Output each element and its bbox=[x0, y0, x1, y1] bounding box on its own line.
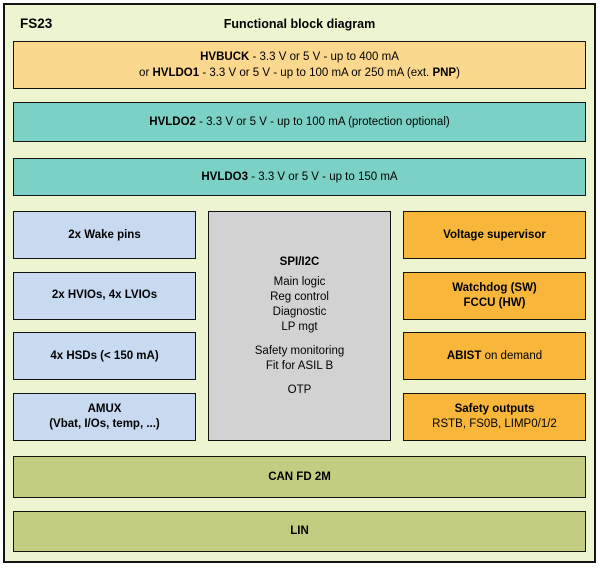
diagram-canvas: FS23 Functional block diagram HVBUCK - 3… bbox=[3, 3, 596, 563]
core-line-diagnostic: Diagnostic bbox=[272, 305, 327, 318]
voltage-supervisor-label: Voltage supervisor bbox=[443, 228, 546, 241]
page-title: Functional block diagram bbox=[223, 17, 376, 31]
watchdog-label: Watchdog (SW) bbox=[452, 281, 537, 294]
block-voltage-supervisor: Voltage supervisor bbox=[403, 211, 586, 259]
block-hvldo2: HVLDO2 - 3.3 V or 5 V - up to 100 mA (pr… bbox=[13, 102, 586, 142]
lin-label: LIN bbox=[290, 525, 309, 537]
hvios-lvios-label: 2x HVIOs, 4x LVIOs bbox=[51, 289, 158, 302]
block-abist: ABIST on demand bbox=[403, 332, 586, 381]
fccu-label: FCCU (HW) bbox=[463, 296, 526, 309]
can-fd-label: CAN FD 2M bbox=[268, 470, 331, 483]
safety-column: Voltage supervisor Watchdog (SW) FCCU (H… bbox=[403, 211, 586, 441]
block-wake-pins: 2x Wake pins bbox=[13, 211, 196, 259]
core-line-safety-monitoring: Safety monitoring bbox=[254, 344, 345, 357]
safety-outputs-label: Safety outputs bbox=[454, 402, 535, 415]
amux-sublabel: (Vbat, I/Os, temp, ...) bbox=[49, 417, 160, 430]
core-line-main-logic: Main logic bbox=[273, 275, 326, 288]
wake-pins-label: 2x Wake pins bbox=[68, 228, 141, 241]
block-safety-outputs: Safety outputs RSTB, FS0B, LIMP0/1/2 bbox=[403, 392, 586, 441]
block-main-logic: SPI/I2C Main logic Reg control Diagnosti… bbox=[208, 211, 391, 441]
hvldo3-label: HVLDO3 - 3.3 V or 5 V - up to 150 mA bbox=[201, 170, 398, 183]
hsds-label: 4x HSDs (< 150 mA) bbox=[50, 349, 159, 362]
abist-label: ABIST on demand bbox=[446, 349, 543, 362]
diagram-header: FS23 Functional block diagram bbox=[13, 11, 586, 41]
hvbuck-line1: HVBUCK - 3.3 V or 5 V - up to 400 mA bbox=[200, 51, 399, 63]
product-label: FS23 bbox=[20, 16, 53, 31]
core-line-otp: OTP bbox=[287, 383, 312, 396]
middle-section: 2x Wake pins 2x HVIOs, 4x LVIOs 4x HSDs … bbox=[13, 211, 586, 441]
block-hvldo3: HVLDO3 - 3.3 V or 5 V - up to 150 mA bbox=[13, 158, 586, 196]
core-line-fit-for-asil-b: Fit for ASIL B bbox=[265, 359, 334, 372]
hvbuck-line2: or HVLDO1 - 3.3 V or 5 V - up to 100 mA … bbox=[139, 67, 460, 79]
block-watchdog-fccu: Watchdog (SW) FCCU (HW) bbox=[403, 271, 586, 320]
core-line-lp-mgt: LP mgt bbox=[281, 320, 318, 333]
block-amux: AMUX (Vbat, I/Os, temp, ...) bbox=[13, 392, 196, 441]
block-hvbuck-hvldo1: HVBUCK - 3.3 V or 5 V - up to 400 mA or … bbox=[13, 41, 586, 89]
io-column: 2x Wake pins 2x HVIOs, 4x LVIOs 4x HSDs … bbox=[13, 211, 196, 441]
amux-label: AMUX bbox=[87, 402, 122, 415]
block-can-fd: CAN FD 2M bbox=[13, 456, 586, 498]
core-line-reg-control: Reg control bbox=[270, 290, 329, 303]
spi-i2c-label: SPI/I2C bbox=[279, 255, 320, 268]
safety-outputs-pins: RSTB, FS0B, LIMP0/1/2 bbox=[432, 417, 557, 430]
block-hvios-lvios: 2x HVIOs, 4x LVIOs bbox=[13, 271, 196, 320]
hvldo2-label: HVLDO2 - 3.3 V or 5 V - up to 100 mA (pr… bbox=[149, 115, 450, 128]
block-hsds: 4x HSDs (< 150 mA) bbox=[13, 332, 196, 381]
block-lin: LIN bbox=[13, 511, 586, 552]
